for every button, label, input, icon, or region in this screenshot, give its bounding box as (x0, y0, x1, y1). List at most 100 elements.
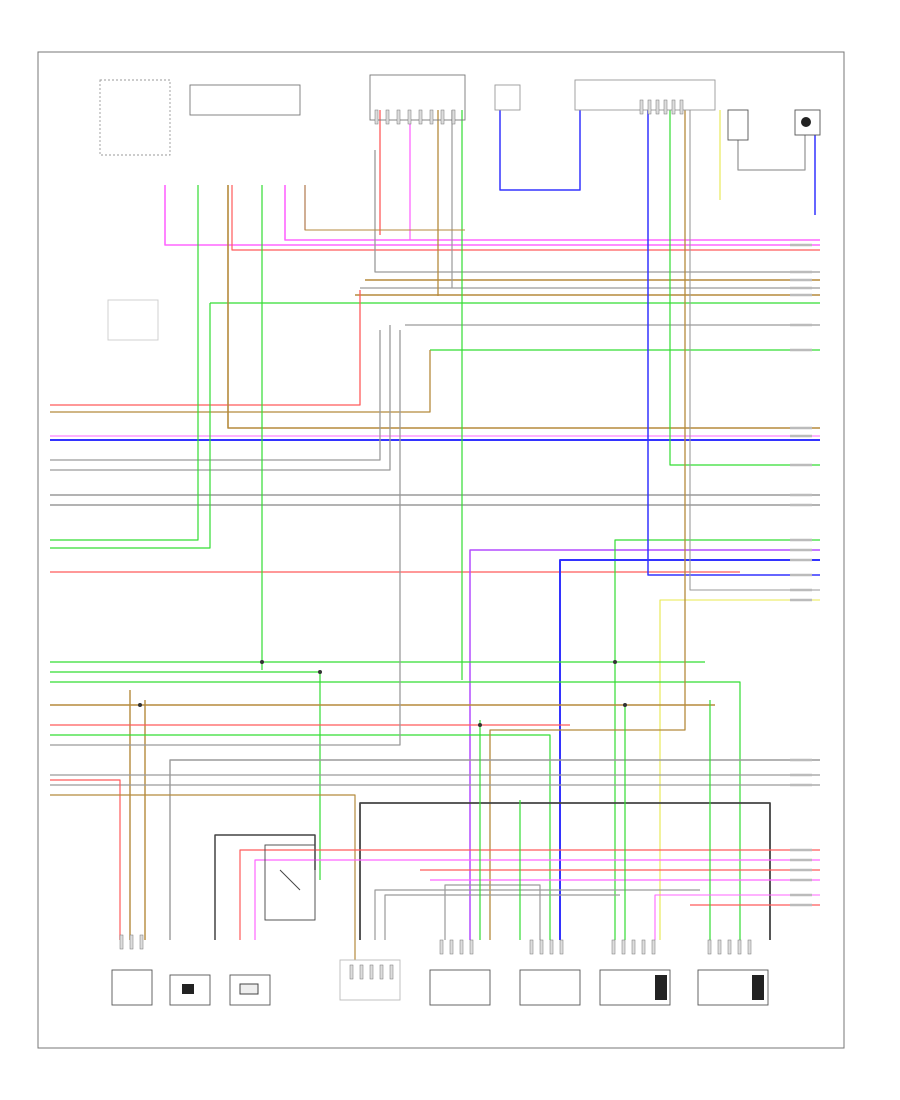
splice-dot (623, 703, 627, 707)
connector-pin (641, 939, 646, 955)
top-fuse-box (189, 84, 301, 116)
connector-pin (139, 934, 144, 950)
connector-pin (727, 939, 732, 955)
wire-green-35 (50, 681, 741, 940)
connector-pin (539, 939, 544, 955)
splice-dot (478, 723, 482, 727)
top-center-connector (369, 74, 466, 121)
wire-green-17 (669, 110, 820, 466)
splice-dot (138, 703, 142, 707)
wire-brown-42 (489, 110, 686, 940)
connector-pin (529, 939, 534, 955)
sensor-2-body (182, 984, 194, 994)
connector-pin (651, 939, 656, 955)
wire-red-46 (50, 779, 121, 940)
connector-pin (369, 964, 374, 980)
wire-gray-49 (374, 889, 700, 940)
connector-pin (119, 934, 124, 950)
connector-pin (621, 939, 626, 955)
bottom-connector-4 (339, 959, 401, 1001)
connector-pin (449, 939, 454, 955)
diagram-border (37, 51, 845, 1049)
connector-pin (407, 109, 412, 125)
component-layer (99, 74, 821, 1006)
wire-green-21 (50, 303, 211, 549)
connector-pin (611, 939, 616, 955)
sensor-3-body (239, 983, 259, 995)
connector-pin (374, 109, 379, 125)
wire-brown-12 (227, 185, 820, 429)
wire-layer (50, 110, 820, 960)
connector-pin (129, 934, 134, 950)
wire-blue-27 (647, 110, 820, 576)
wire-green-40 (50, 734, 551, 940)
wire-red-52 (239, 849, 820, 940)
splice-dot (260, 660, 264, 664)
connector-pin (663, 99, 668, 115)
wire-pink-61 (654, 894, 820, 940)
connector-pin (647, 99, 652, 115)
connector-pin (359, 964, 364, 980)
connector-pin (639, 99, 644, 115)
connector-pin (396, 109, 401, 125)
top-sensor-a (727, 109, 749, 141)
wire-green-34 (50, 671, 321, 880)
connector-pin (631, 939, 636, 955)
bottom-module-5 (429, 969, 491, 1006)
top-right-module (574, 79, 716, 111)
relay-block (264, 844, 316, 921)
connector-pin (418, 109, 423, 125)
wire-yellow-28 (659, 599, 820, 940)
connector-pin (469, 939, 474, 955)
module-8-block (752, 975, 764, 1000)
connector-pin (459, 939, 464, 955)
wire-brown-11 (50, 350, 431, 413)
bottom-module-6 (519, 969, 581, 1006)
left-ground-note (107, 299, 159, 341)
connector-pin (717, 939, 722, 955)
connector-pin (389, 964, 394, 980)
wire-green-20 (50, 185, 199, 541)
connector-pin (429, 109, 434, 125)
wire-pink-0 (164, 185, 820, 246)
wire-brown-47 (50, 794, 356, 960)
connector-pin (737, 939, 742, 955)
wire-violet-23 (469, 549, 820, 940)
connector-pin (549, 939, 554, 955)
connector-pin (671, 99, 676, 115)
relay-contact (279, 869, 301, 891)
wire-gray-16 (50, 325, 391, 471)
wire-gray-29 (689, 110, 820, 591)
wire-pink-1 (284, 185, 820, 241)
connector-pin (379, 964, 384, 980)
connector-pin (451, 109, 456, 125)
connector-pin (707, 939, 712, 955)
wire-#444-48 (359, 802, 771, 940)
module-7-block (655, 975, 667, 1000)
wire-red-10 (50, 290, 361, 406)
splice-dot (613, 660, 617, 664)
bottom-connector-1 (111, 969, 153, 1006)
wire-green-24 (614, 539, 820, 940)
top-ground-switch (494, 84, 521, 111)
wire-red-2 (231, 185, 820, 251)
wire-gray-43 (169, 759, 820, 940)
wire-brown-70 (304, 185, 465, 231)
top-left-switch (99, 79, 171, 156)
connector-pin (747, 939, 752, 955)
connector-pin (655, 99, 660, 115)
wire-gray-41 (50, 330, 401, 746)
wire-blue-25 (559, 559, 820, 940)
wire-gray-3 (374, 150, 820, 273)
connector-pin (679, 99, 684, 115)
connector-pin (559, 939, 564, 955)
splice-dot (318, 670, 322, 674)
wire-blue-26 (499, 110, 581, 191)
sensor-b-body (801, 117, 811, 127)
connector-pin (349, 964, 354, 980)
connector-pin (385, 109, 390, 125)
wire-gray-15 (50, 330, 381, 461)
wire-gray-57 (444, 884, 541, 940)
wire-gray-50 (384, 894, 620, 940)
